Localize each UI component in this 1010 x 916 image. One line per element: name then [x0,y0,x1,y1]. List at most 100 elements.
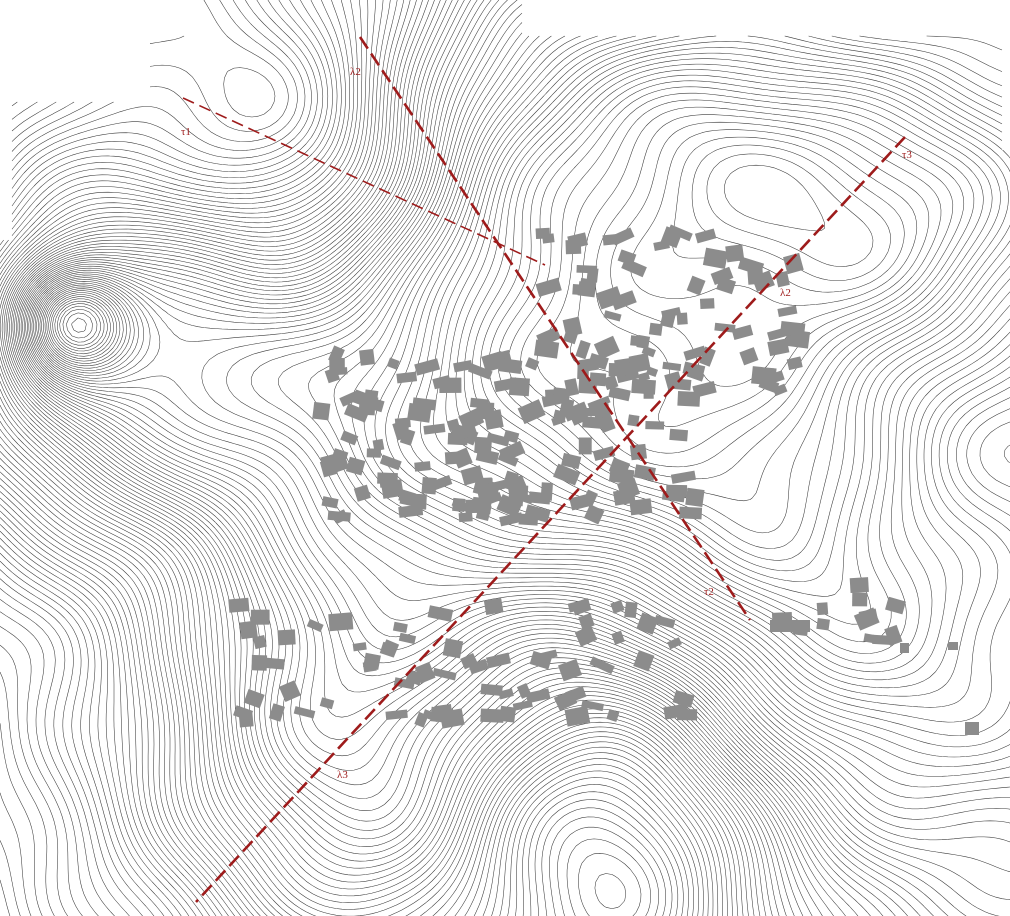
building [571,598,592,616]
building [578,613,595,630]
building [481,350,506,373]
building [633,650,655,672]
building [414,661,436,684]
building [783,252,804,275]
building [586,267,599,283]
building [423,423,446,435]
building [725,244,745,263]
building [366,448,382,458]
label-t2-bottom: τ2 [704,586,714,598]
building [653,239,670,252]
building [608,457,631,478]
building [816,617,830,631]
building [884,624,903,646]
building [439,708,465,729]
building [603,374,619,391]
building [321,496,339,509]
building [786,356,803,371]
building [595,286,623,310]
building [306,618,324,633]
building [582,407,599,417]
building [483,597,504,616]
label-t3-bottom: λ3 [337,769,348,781]
building [569,408,590,426]
building [432,667,457,681]
building [611,630,625,645]
section-lines [182,36,906,903]
building [243,689,265,709]
building [469,397,490,409]
building [451,498,470,512]
building [564,705,591,727]
building [666,484,688,498]
building [676,312,688,325]
building [636,612,659,635]
building [606,709,620,722]
building [619,362,634,377]
building [486,432,510,447]
building [343,403,370,423]
building [427,605,454,622]
building [559,398,575,417]
building [460,653,478,670]
building [277,629,296,646]
building [452,447,473,469]
building [379,454,402,471]
building [592,445,616,462]
building [353,484,371,502]
building [653,614,676,629]
section-labels: τ1 λ2 τ2 τ3 λ2 λ3 [181,66,912,781]
building [686,275,706,296]
building [251,654,268,671]
building [480,683,503,697]
building [398,632,417,645]
building [553,463,581,486]
building [872,634,892,645]
building [340,430,359,446]
building [694,228,717,244]
building [767,326,791,341]
building [483,409,504,430]
building [610,290,637,311]
building [386,357,400,370]
building [849,577,869,593]
building [393,677,415,690]
building [319,697,335,710]
building [582,416,604,429]
building [533,649,558,662]
building [714,322,736,333]
building [682,361,706,378]
building [610,227,635,246]
building [562,316,583,338]
building [699,346,716,367]
building [439,377,462,393]
building [268,703,285,722]
building [637,371,650,382]
building [505,474,528,496]
building [633,464,656,481]
building [499,705,517,723]
building [662,361,682,372]
building [965,722,979,735]
building [699,298,715,310]
building [518,513,539,526]
building [816,602,829,616]
building [564,378,579,397]
building [515,491,534,505]
building [525,357,540,371]
building [575,339,591,360]
building-footprints [228,224,979,735]
building [465,499,482,514]
building [533,339,560,359]
building [767,338,790,357]
building [535,227,551,240]
building [381,639,400,657]
building [737,256,765,276]
building [412,397,437,411]
building [480,708,504,723]
building [578,378,598,395]
building [589,656,615,675]
building [770,620,810,632]
building [583,504,605,525]
building [587,395,611,411]
